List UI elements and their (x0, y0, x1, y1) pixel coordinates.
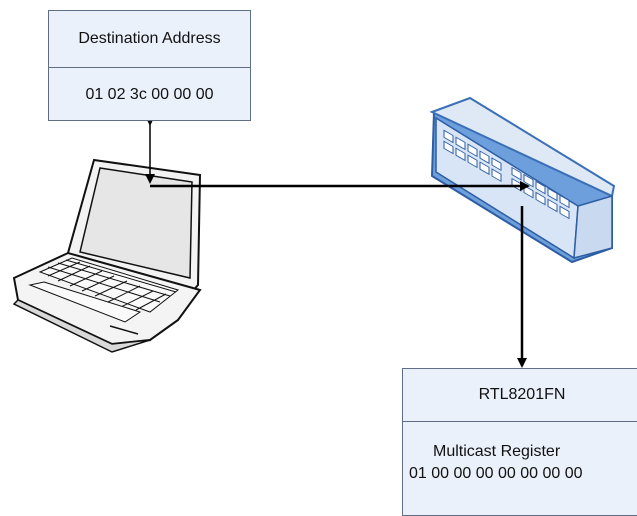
multicast-register-label: Multicast Register (433, 443, 561, 460)
multicast-register-block: Multicast Register 01 00 00 00 00 00 00 … (403, 441, 637, 485)
destination-address-box: Destination Address 01 02 3c 00 00 00 (48, 10, 251, 121)
destination-address-value: 01 02 3c 00 00 00 (85, 86, 214, 103)
rtl8201fn-box: RTL8201FN Multicast Register 01 00 00 00… (402, 368, 637, 516)
multicast-register-value: 01 00 00 00 00 00 00 00 (409, 465, 583, 482)
laptop-icon (12, 158, 202, 353)
connectors (145, 116, 530, 368)
rtl8201fn-title: RTL8201FN (403, 369, 637, 422)
destination-address-title: Destination Address (49, 11, 250, 68)
